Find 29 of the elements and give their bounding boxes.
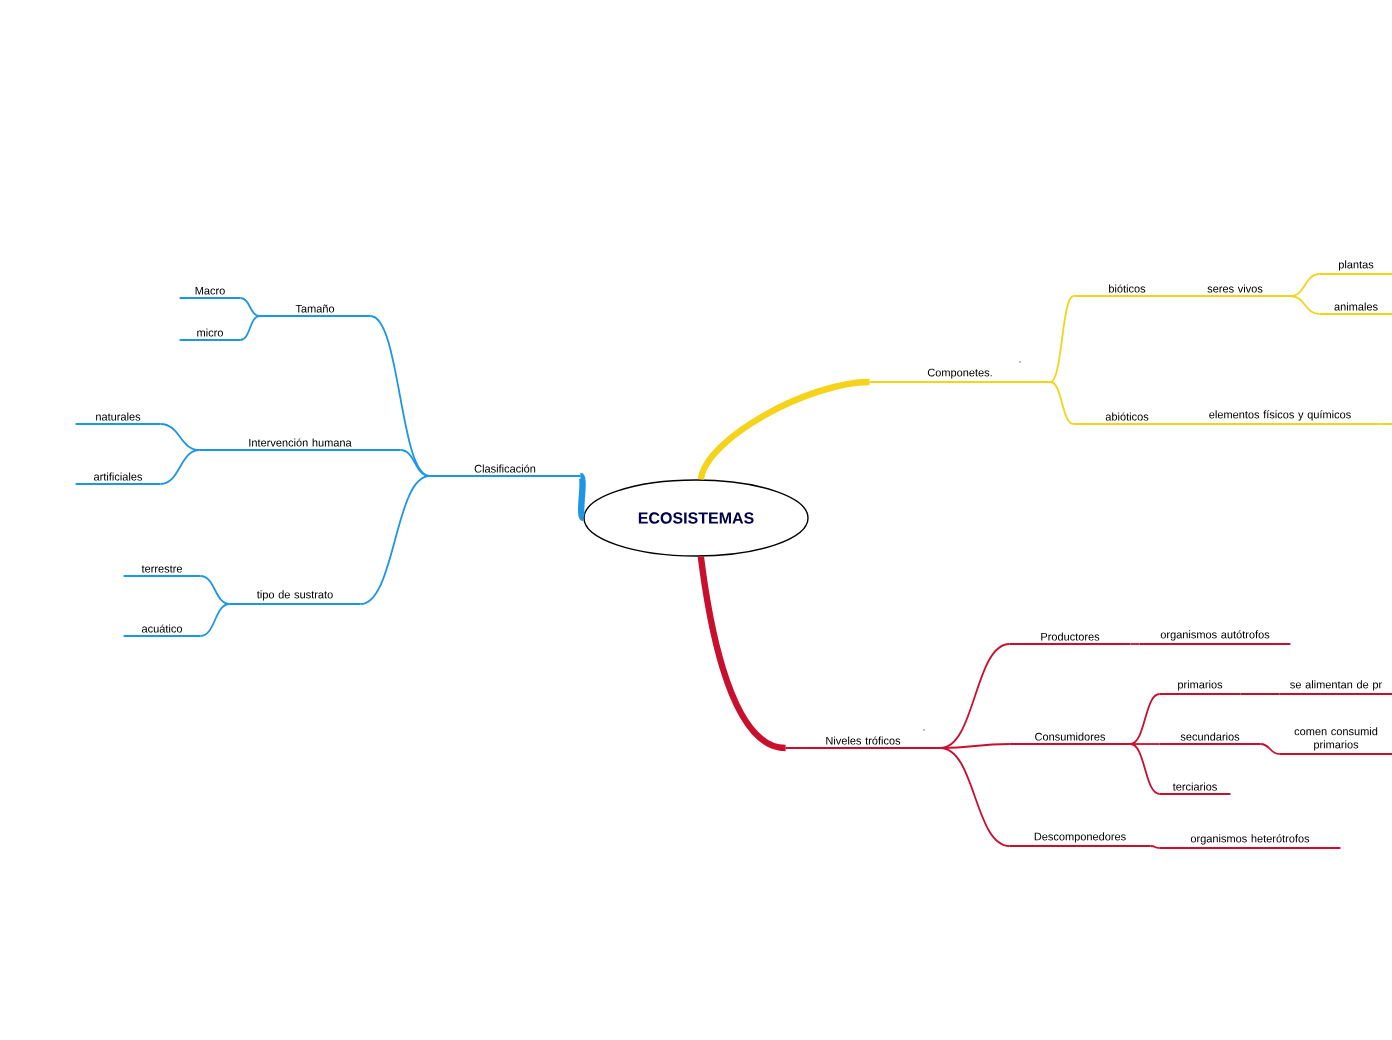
branch-line: [1129, 643, 1141, 645]
branch-line: [369, 315, 431, 477]
branch-line: [697, 378, 870, 481]
branch-line: [939, 747, 1011, 847]
branch-line: [1177, 423, 1183, 425]
branch-line: [159, 449, 201, 485]
branch-line: [939, 743, 1011, 749]
branch-line: [1129, 743, 1161, 795]
branch-line: [577, 474, 586, 520]
branch-line: [1149, 845, 1161, 849]
branch-line: [199, 575, 231, 605]
branch-line: [1177, 295, 1183, 297]
branch-line: [1289, 273, 1321, 297]
branch-line: [239, 315, 261, 341]
branch-line: [399, 449, 431, 477]
branch-line: [1379, 423, 1392, 425]
branch-line: [1289, 295, 1321, 315]
branch-line: [199, 603, 231, 637]
branch-line: [1129, 743, 1161, 745]
branch-line: [239, 297, 261, 317]
branch-line: [697, 556, 787, 752]
branch-line: [1049, 381, 1075, 425]
branch-line: [1049, 295, 1075, 383]
branch-line: [1259, 743, 1281, 755]
branch-line: [1129, 693, 1161, 745]
branch-line: [939, 643, 1011, 749]
branch-line: [1239, 693, 1281, 695]
branch-line: [359, 475, 431, 605]
branch-line: [159, 423, 201, 451]
